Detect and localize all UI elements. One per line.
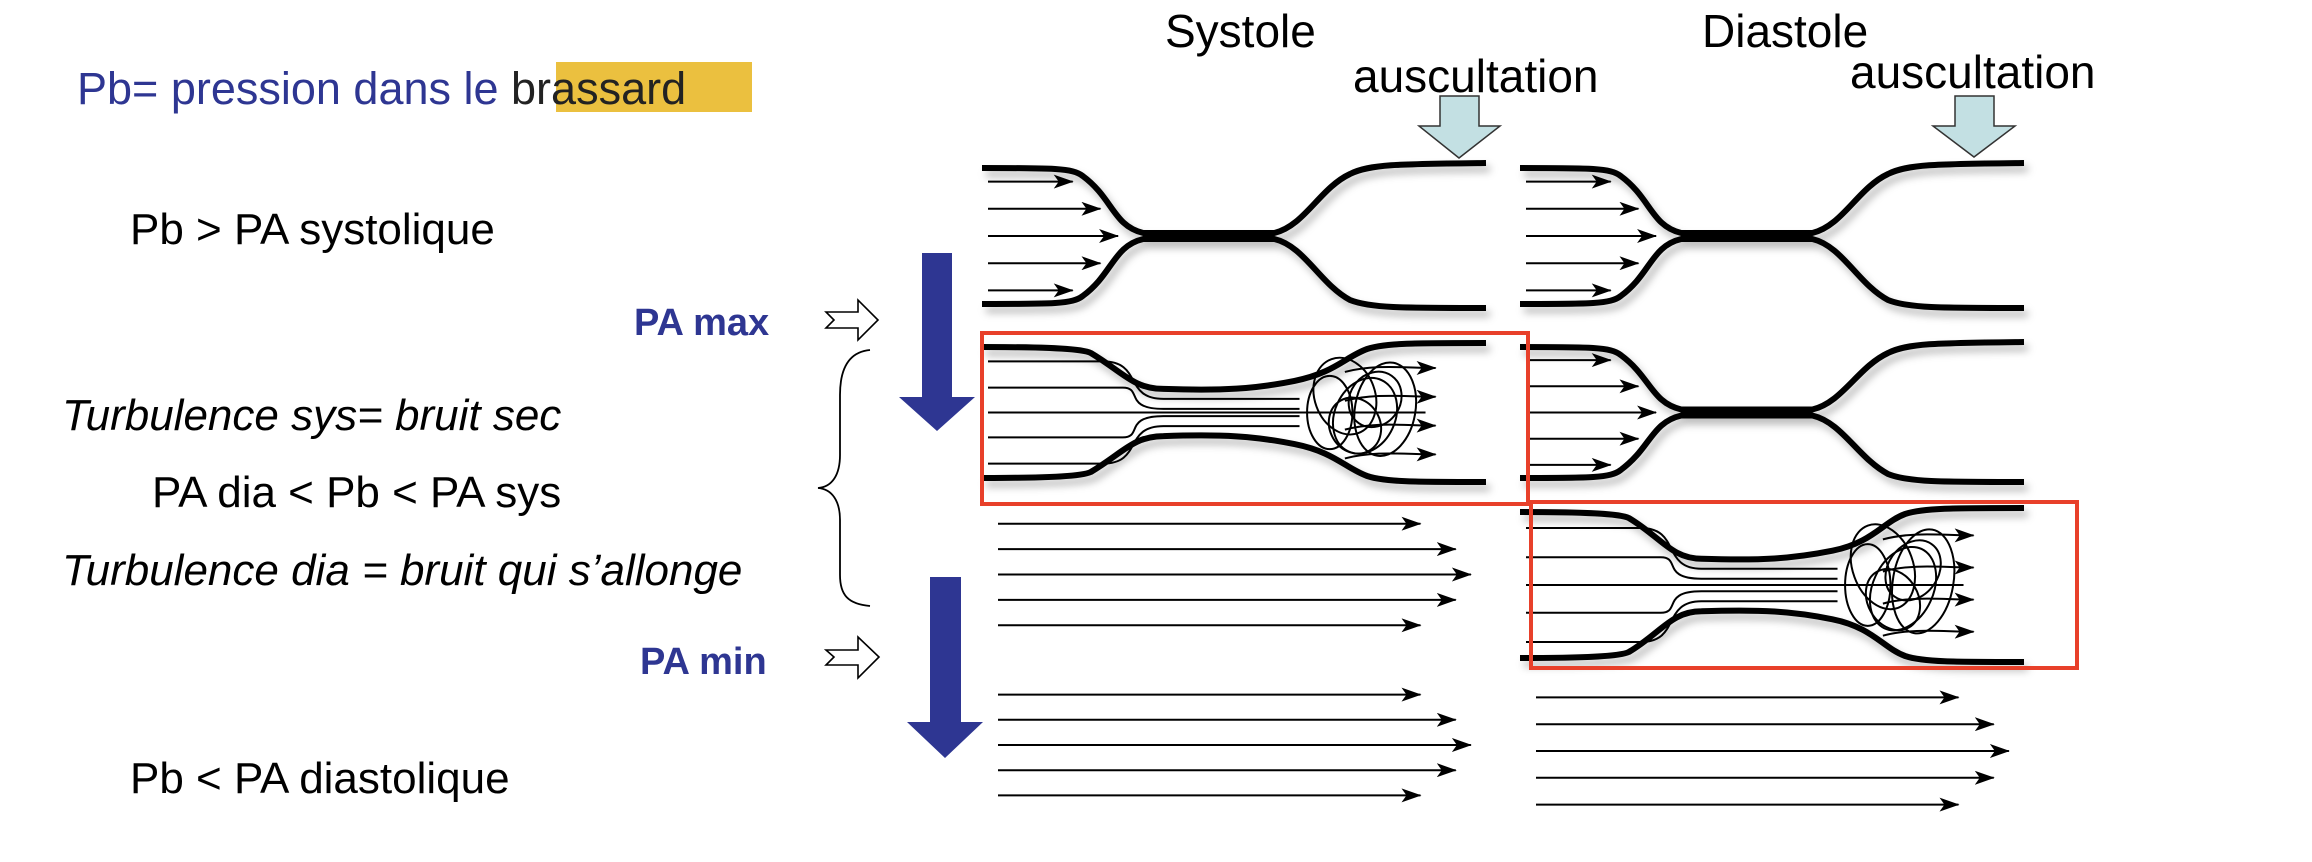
systole-header: Systole [1165, 5, 1316, 57]
label-turbulence-dia: Turbulence dia = bruit qui s’allonge [62, 546, 742, 595]
label-pb-lt-diastolic: Pb < PA diastolique [130, 754, 510, 803]
exit-flow-arrow [1882, 560, 1975, 575]
diastole-auscultation-arrow-icon [1930, 95, 2018, 158]
curly-brace [817, 349, 871, 607]
vortex-loop [1864, 568, 1922, 632]
systole-auscultation-label: auscultation [1353, 50, 1599, 102]
page-title: Pb= pression dans le brassard [77, 63, 686, 114]
systole-turbulence-highlight-box [980, 331, 1530, 506]
vessel-wall-upper [1519, 505, 2025, 563]
label-turbulence-sys: Turbulence sys= bruit sec [62, 391, 561, 440]
streamline [1526, 556, 1838, 580]
vortex-loop [1868, 545, 1938, 632]
vessel-wall-lower [1519, 607, 2025, 665]
label-pressure-range: PA dia < Pb < PA sys [152, 468, 561, 517]
vortex-loop [1312, 356, 1378, 436]
vessel-wall-lower [1519, 412, 2025, 485]
vortex-loop [1306, 374, 1354, 451]
streamline [1526, 590, 1838, 614]
vessel-grid [981, 160, 2025, 821]
vortex-loop [1347, 370, 1403, 429]
exit-flow-arrow [1344, 447, 1437, 462]
diastole-turbulence-highlight-box [1529, 500, 2079, 670]
vessel-diastole-row-4-laminar [1520, 681, 2024, 821]
vortex-loop [1884, 539, 1942, 602]
exit-flow-arrow [1344, 418, 1437, 433]
streamline [988, 386, 1300, 410]
vortex-loop [1891, 528, 1956, 635]
vessel-wall-upper [981, 160, 1487, 236]
vessel-systole-row-3-laminar [982, 508, 1486, 641]
vortex-loop [1353, 361, 1418, 457]
brassard-highlight [556, 62, 752, 112]
pa-max-label: PA max [634, 302, 769, 344]
pa-min-label: PA min [640, 641, 767, 683]
vessel-wall-lower [981, 236, 1487, 311]
diastole-auscultation-label: auscultation [1850, 46, 2096, 98]
vortex-loop [1327, 396, 1383, 455]
vortex-loop [1844, 543, 1892, 627]
vessel-systole-row-2-turbulent [981, 340, 1487, 485]
exit-flow-arrow [1344, 389, 1437, 404]
diastole-header: Diastole [1702, 5, 1868, 57]
vessel-wall-upper [1519, 160, 2025, 236]
pa-max-hollow-arrow-icon [824, 298, 880, 342]
streamline [988, 425, 1300, 465]
systole-auscultation-arrow-icon [1416, 95, 1503, 159]
streamline [988, 415, 1300, 439]
vortex-loop [1849, 523, 1917, 611]
exit-flow-arrow [1344, 360, 1437, 375]
vessel-wall-upper [981, 340, 1487, 393]
title-prefix: Pb= pression dans le [77, 63, 511, 114]
exit-flow-arrow [1882, 592, 1975, 607]
streamline [1526, 527, 1838, 570]
vessel-diastole-row-1-occluded [1519, 160, 2025, 311]
vessel-systole-row-4-laminar [982, 679, 1486, 811]
streamline [1526, 600, 1838, 643]
pressure-decrease-arrow-upper-icon [899, 253, 975, 431]
label-pb-gt-systolic: Pb > PA systolique [130, 205, 495, 254]
exit-flow-arrow [1882, 624, 1975, 639]
vessel-systole-row-1-occluded [981, 160, 1487, 311]
vessel-diastole-row-3-turbulent [1519, 505, 2025, 665]
pressure-decrease-arrow-lower-icon [907, 577, 983, 758]
vessel-wall-lower [1519, 236, 2025, 311]
vessel-diastole-row-2-occluded [1519, 339, 2025, 485]
exit-flow-arrow [1882, 528, 1975, 543]
vessel-wall-lower [981, 432, 1487, 485]
title-highlight: brassard [511, 63, 686, 114]
streamline [988, 360, 1300, 400]
pa-min-hollow-arrow-icon [823, 635, 881, 680]
vessel-wall-upper [1519, 339, 2025, 413]
